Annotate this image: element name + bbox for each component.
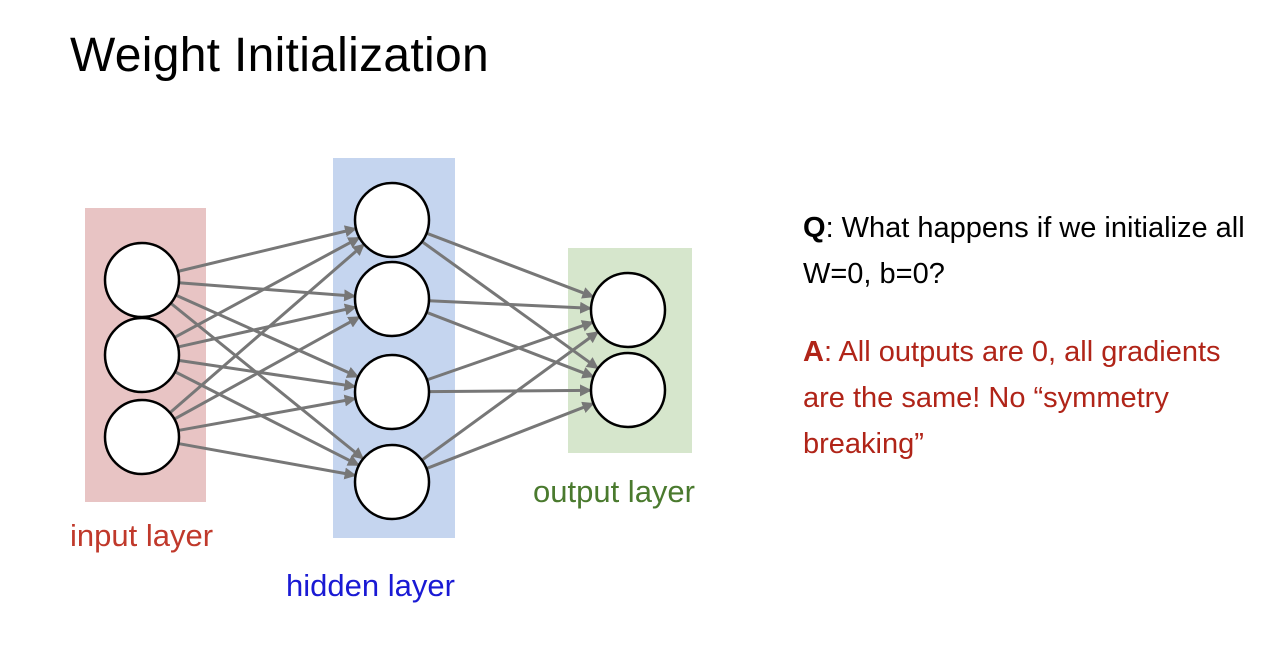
question-tag: Q [803, 212, 826, 244]
neural-network-diagram: input layer hidden layer output layer [70, 158, 695, 603]
output-layer-label: output layer [533, 474, 695, 509]
input-layer-label: input layer [70, 518, 213, 553]
hidden-neuron-3 [353, 353, 431, 431]
edge-input-2-to-hidden-1 [173, 236, 361, 339]
question-answer-panel: Q: What happens if we initialize all W=0… [803, 205, 1263, 467]
edge-hidden-1-to-output-1 [426, 231, 595, 299]
edge-hidden-3-to-output-2 [428, 384, 593, 397]
output-neuron-1 [589, 271, 667, 349]
hidden-neuron-2 [353, 260, 431, 338]
edge-input-3-to-hidden-1 [168, 243, 365, 414]
edge-input-3-to-hidden-2 [173, 316, 361, 421]
question-text: Q: What happens if we initialize all W=0… [803, 205, 1263, 297]
input-neuron-1 [103, 241, 181, 319]
answer-tag: A [803, 336, 824, 368]
slide-title: Weight Initialization [70, 29, 489, 82]
answer-text: A: All outputs are 0, all gradients are … [803, 329, 1263, 467]
edge-input-1-to-hidden-1 [177, 225, 357, 273]
edge-hidden-4-to-output-2 [425, 401, 595, 470]
edge-input-1-to-hidden-3 [175, 293, 360, 378]
hidden-neuron-4 [353, 443, 431, 521]
edge-hidden-2-to-output-2 [425, 310, 595, 379]
hidden-neuron-1 [353, 181, 431, 259]
edge-hidden-4-to-output-1 [421, 331, 599, 462]
input-neuron-3 [103, 398, 181, 476]
edge-input-2-to-hidden-4 [174, 370, 360, 467]
edge-input-3-to-hidden-3 [178, 394, 357, 432]
question-body: : What happens if we initialize all W=0,… [803, 212, 1245, 290]
input-neuron-2 [103, 316, 181, 394]
connection-edges [168, 225, 599, 480]
edge-input-3-to-hidden-4 [178, 442, 357, 480]
output-neuron-2 [589, 351, 667, 429]
edge-input-1-to-hidden-4 [169, 302, 364, 460]
edge-hidden-3-to-output-1 [426, 320, 594, 382]
hidden-layer-label: hidden layer [286, 568, 455, 603]
neuron-nodes [103, 181, 667, 521]
answer-body: : All outputs are 0, all gradients are t… [803, 336, 1221, 460]
edge-input-2-to-hidden-3 [178, 358, 357, 391]
edge-hidden-2-to-output-1 [428, 299, 593, 314]
